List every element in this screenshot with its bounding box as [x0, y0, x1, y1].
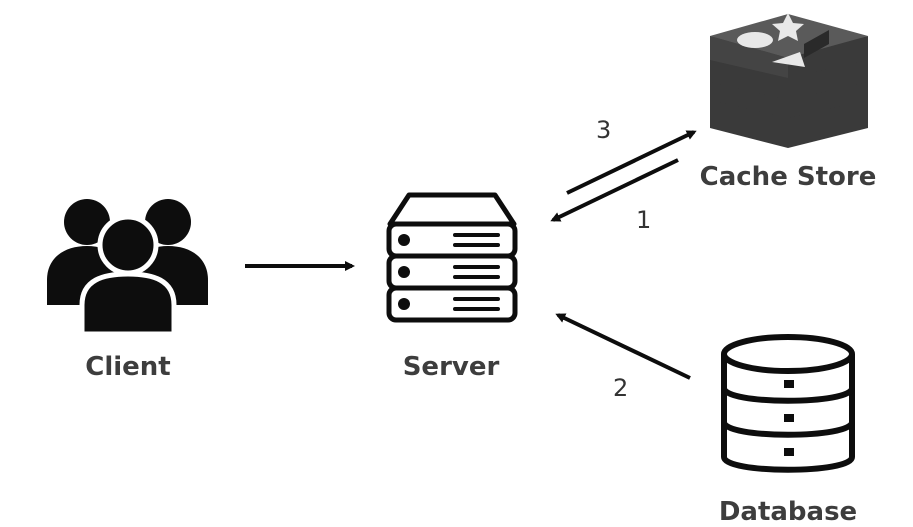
arrow-database-to-server — [555, 313, 691, 380]
step-2-label: 2 — [613, 374, 629, 402]
users-icon — [47, 199, 208, 337]
cache-store-label: Cache Store — [699, 162, 877, 192]
server-label: Server — [402, 352, 500, 382]
database-label: Database — [718, 497, 858, 527]
step-3-label: 3 — [596, 116, 612, 144]
database-icon — [721, 334, 855, 473]
arrow-cache-to-server — [550, 158, 679, 222]
redis-stack-icon — [710, 13, 868, 148]
client-label: Client — [85, 352, 171, 382]
arrow-server-to-cache — [566, 130, 697, 195]
server-icon — [386, 192, 518, 323]
step-1-label: 1 — [636, 206, 652, 234]
